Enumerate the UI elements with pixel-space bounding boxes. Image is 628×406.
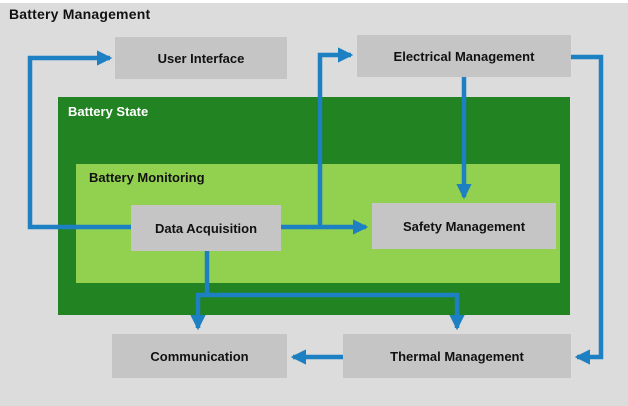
top-edge-strip [0,0,628,3]
battery-state-label: Battery State [68,104,149,119]
arrow-electrical-management-to-thermal-management [571,54,604,365]
battery-monitoring-label: Battery Monitoring [89,170,205,185]
node-data-acquisition: Data Acquisition [131,205,281,251]
node-thermal-management: Thermal Management [343,334,571,378]
node-electrical-management: Electrical Management [357,35,571,77]
node-user-interface: User Interface [115,37,287,79]
node-communication: Communication [112,334,287,378]
node-safety-management: Safety Management [372,203,556,249]
page-title: Battery Management [9,6,151,22]
